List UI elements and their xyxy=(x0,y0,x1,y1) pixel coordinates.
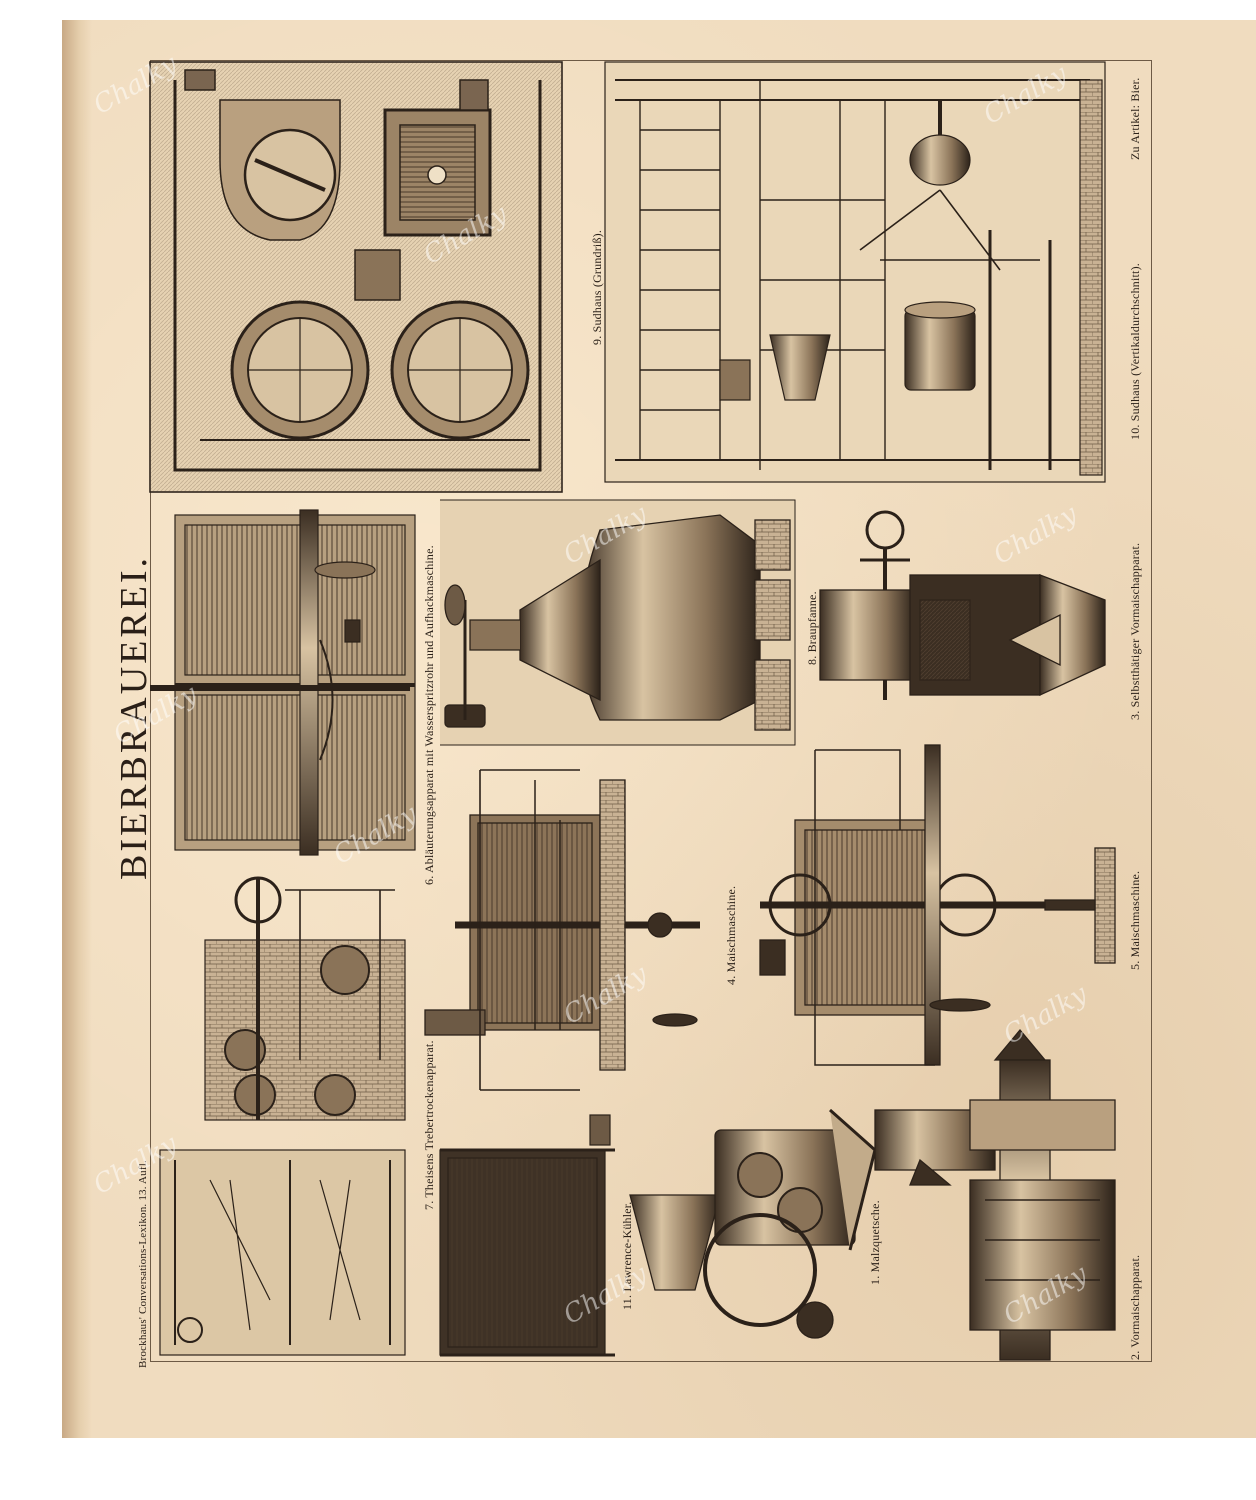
book-gutter xyxy=(62,20,92,1438)
article-reference: Zu Artikel: Bier. xyxy=(1128,77,1142,160)
figure-8-caption: 8. Braupfanne. xyxy=(805,591,819,665)
plate-title: BIERBRAUEREI. xyxy=(113,554,155,880)
figure-7-trebertrockenapparat xyxy=(159,876,406,1356)
publisher-credit: Brockhaus' Conversations-Lexikon. 13. Au… xyxy=(137,1160,149,1368)
figure-6-lauter-tun xyxy=(150,509,416,856)
figure-4-caption: 4. Maischmaschine. xyxy=(724,885,738,985)
figure-2-vormaischapparat xyxy=(874,1028,1116,1361)
figure-1-malzquetsche xyxy=(629,1108,877,1339)
figure-5-maischmaschine xyxy=(759,744,1116,1066)
figure-5-caption: 5. Maischmaschine. xyxy=(1128,870,1142,970)
figure-6-caption: 6. Abläuterungsapparat mit Wasserspritzr… xyxy=(422,545,436,885)
figure-7-caption: 7. Theisens Trebertrockenapparat. xyxy=(422,1040,436,1210)
figure-9-caption: 9. Sudhaus (Grundriß). xyxy=(590,229,604,345)
figure-2-caption: 2. Vormaischapparat. xyxy=(1128,1254,1142,1360)
figure-10-caption: 10. Sudhaus (Vertikaldurchschnitt). xyxy=(1128,263,1142,440)
figure-3-caption: 3. Selbstthätiger Vormaischapparat. xyxy=(1128,542,1142,720)
figure-9-sudhaus-plan xyxy=(149,61,563,493)
figure-11-caption: 11. Lawrence-Kühler. xyxy=(620,1201,634,1310)
figure-8-braupfanne xyxy=(440,499,796,746)
figure-10-sudhaus-section xyxy=(604,61,1106,483)
figure-1-caption: 1. Malzquetsche. xyxy=(868,1200,882,1285)
figure-11-lawrence-kuehler xyxy=(439,1114,615,1357)
figure-3-vormaischapparat xyxy=(819,510,1106,700)
figure-4-maischmaschine xyxy=(424,769,700,1091)
plate-frame xyxy=(150,60,1152,1362)
